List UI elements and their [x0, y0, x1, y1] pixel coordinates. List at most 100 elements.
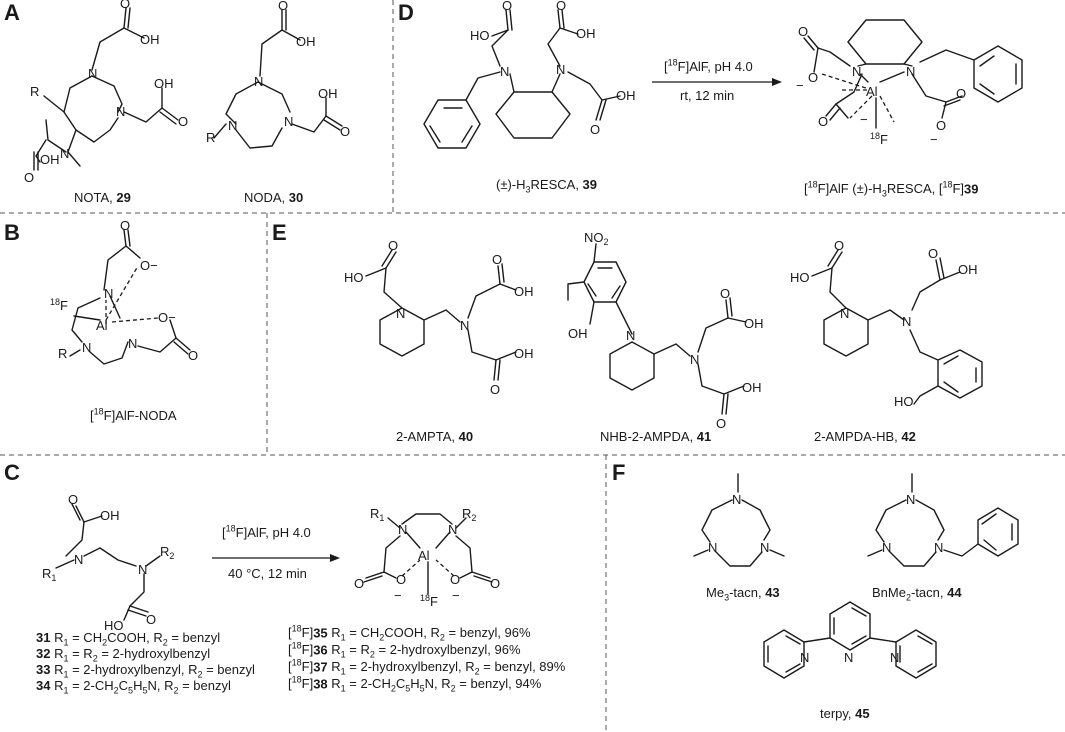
svg-text:N: N [128, 336, 137, 351]
reactant-33: 33 R1 = 2-hydroxylbenzyl, R2 = benzyl [36, 662, 255, 680]
reaction-arrow-c [212, 554, 340, 562]
o-atom: O [834, 238, 844, 253]
f18-label: 18F [50, 297, 68, 313]
minus-charge: − [930, 132, 938, 147]
panel-label-f: F [612, 460, 626, 485]
reactant-34: 34 R1 = 2-CH2C5H5N, R2 = benzyl [36, 678, 231, 696]
ho-atom: HO [470, 28, 490, 43]
ho-atom: HO [344, 270, 364, 285]
f18-prefix: [18F] [288, 624, 314, 641]
f18-prefix: [18F] [288, 641, 314, 658]
n-atom: N [690, 352, 699, 367]
n-atom: N [138, 562, 147, 577]
n-atom: N [708, 540, 717, 555]
oh-atom: OH [568, 326, 588, 341]
caption-bnme2-tacn-text: BnMe2-tacn, [872, 585, 948, 603]
structure-panel-c-product: N N Al R1 R2 O O − O − O 18F [354, 506, 500, 609]
al-atom: Al [418, 548, 430, 563]
o-atom: O [68, 492, 78, 507]
svg-text:O: O [188, 348, 198, 363]
o-atom: O [590, 122, 600, 137]
caption-terpy: terpy, 45 [820, 706, 870, 721]
panel-label-a: A [4, 0, 20, 25]
caption-h3resca-text: (±)-H3RESCA, [496, 177, 583, 195]
svg-text:R: R [206, 130, 215, 145]
svg-text:N: N [116, 104, 125, 119]
o-atom: O [146, 612, 156, 627]
svg-text:N: N [60, 146, 69, 161]
n-atom: N [760, 540, 769, 555]
r2-label: R2 [160, 544, 174, 561]
n-atom: N [626, 328, 635, 343]
structure-nhb-2-ampda-41: NO2 OH N N OH O OH O [567, 230, 764, 431]
o-atom: O [716, 416, 726, 431]
o-atom: O [818, 114, 828, 129]
minus-charge: − [860, 112, 868, 127]
ho-atom: HO [104, 618, 124, 633]
reactant-33-text: R1 = 2-hydroxylbenzyl, R2 = benzyl [50, 662, 255, 680]
structure-terpy-45: N N N [763, 601, 937, 679]
svg-text:O: O [278, 0, 288, 13]
svg-text:N: N [284, 114, 293, 129]
svg-text:N: N [104, 286, 113, 301]
reactant-31-text: R1 = CH2COOH, R2 = benzyl [50, 630, 221, 648]
conditions-c-top-text: [18F]AlF, pH 4.0 [222, 524, 311, 541]
n-atom: N [934, 540, 943, 555]
structure-2-ampda-hb-42: N N HO O OH O HO [790, 238, 983, 409]
o-atom: O [808, 70, 818, 85]
svg-text:OH: OH [40, 152, 60, 167]
oh-atom: OH [576, 26, 596, 41]
o-atom: O [556, 0, 566, 13]
o-atom: O [798, 24, 808, 39]
svg-text:N: N [82, 340, 91, 355]
svg-text:O−: O− [140, 258, 158, 273]
caption-alf-noda-text: [18F]AlF-NODA [90, 407, 177, 424]
conditions-d-top-text: [18F]AlF, pH 4.0 [664, 58, 753, 75]
svg-text:O: O [120, 0, 130, 11]
no2-group: NO2 [584, 230, 609, 247]
product-35: [18F]35 R1 = CH2COOH, R2 = benzyl, 96% [288, 624, 531, 643]
reaction-arrow-d [652, 78, 782, 86]
n-atom: N [890, 650, 899, 665]
f18-label: 18F [870, 131, 888, 147]
svg-text:O: O [120, 218, 130, 233]
svg-text:N: N [254, 74, 263, 89]
product-38-text: R1 = 2-CH2C5H5N, R2 = benzyl, 94% [327, 676, 542, 694]
structure-alf-h3resca: N N Al O O − O − O O − 18F [796, 19, 1023, 147]
n-atom: N [840, 306, 849, 321]
minus-charge: − [452, 588, 460, 603]
oh-atom: OH [744, 316, 764, 331]
svg-text:O: O [340, 124, 350, 139]
o-atom: O [492, 252, 502, 267]
oh-atom: OH [514, 284, 534, 299]
caption-bnme2-tacn: BnMe2-tacn, 44 [872, 585, 962, 603]
n-atom: N [906, 492, 915, 507]
oh-atom: OH [616, 88, 636, 103]
n-atom: N [398, 522, 407, 537]
minus-charge: − [796, 78, 804, 93]
o-atom: O [396, 572, 406, 587]
ho-atom: HO [790, 270, 810, 285]
o-atom: O [502, 0, 512, 13]
svg-text:N: N [88, 66, 97, 81]
n-atom: N [460, 318, 469, 333]
svg-text:R: R [58, 346, 67, 361]
svg-text:OH: OH [154, 76, 174, 91]
structure-h3resca-39: N N HO O O OH OH O [423, 0, 636, 149]
f18-prefix: [18F] [288, 658, 314, 675]
f18-prefix: [18F] [288, 675, 314, 692]
product-35-text: R1 = CH2COOH, R2 = benzyl, 96% [327, 625, 531, 643]
reactant-32: 32 R1 = R2 = 2-hydroxylbenzyl [36, 646, 211, 664]
panel-label-e: E [272, 220, 287, 245]
conditions-d-top: [18F]AlF, pH 4.0 [664, 58, 753, 75]
n-atom: N [882, 540, 891, 555]
structure-panel-c-reactant: N N O OH R1 R2 HO O [42, 492, 174, 633]
panel-label-c: C [4, 460, 20, 485]
r2-label: R2 [462, 506, 476, 523]
n-atom: N [74, 552, 83, 567]
svg-text:O−: O− [158, 310, 176, 325]
svg-text:R: R [30, 84, 39, 99]
structure-me3-tacn-43: N N N [693, 473, 785, 567]
